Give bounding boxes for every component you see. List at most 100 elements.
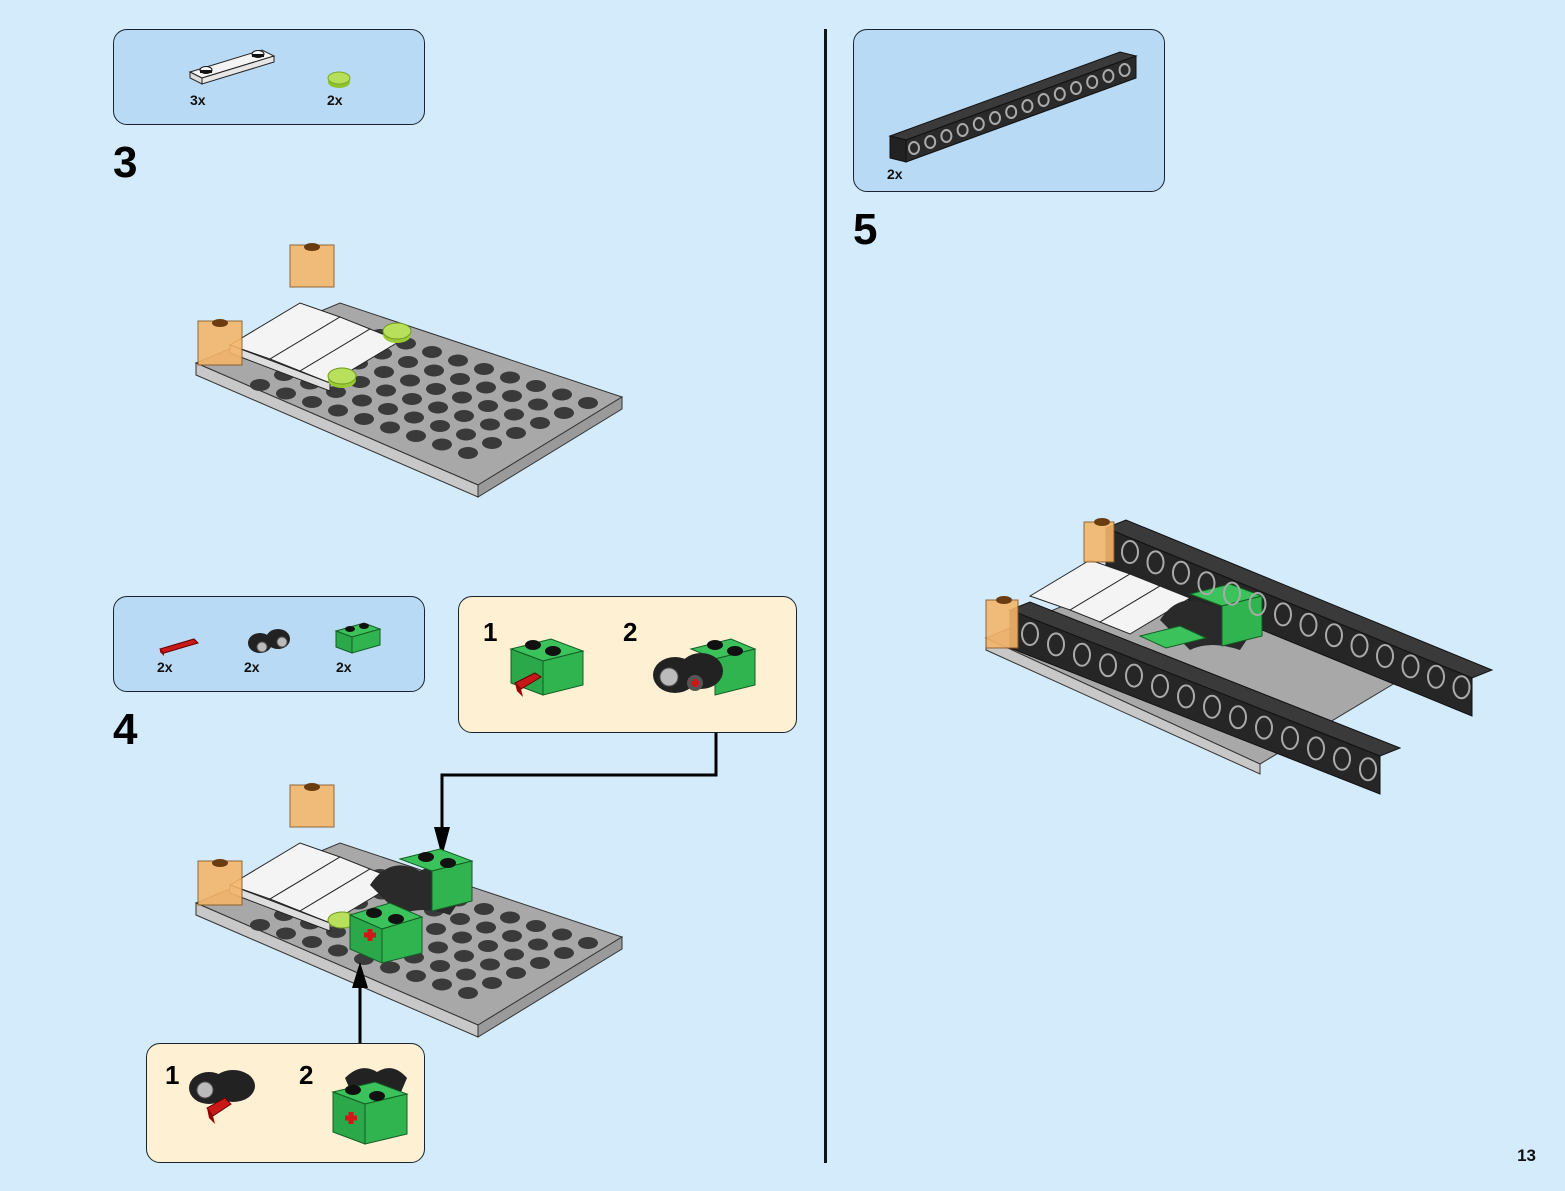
step-number: 5 [853, 205, 878, 254]
beam-hole [1086, 75, 1099, 89]
beam-hole [1121, 540, 1139, 564]
stud [554, 947, 574, 959]
green-brick-with-black-connector-icon [653, 638, 757, 696]
stud [578, 937, 598, 949]
stud [426, 383, 446, 395]
stud [276, 927, 296, 940]
page-divider [824, 29, 827, 1163]
substep-number: 1 [483, 617, 498, 647]
stud [404, 411, 424, 424]
beam-hole [1223, 581, 1241, 606]
green-technic-brick-icon [334, 622, 382, 654]
beam-hole [1118, 63, 1131, 77]
stud [482, 977, 502, 989]
stud [452, 391, 472, 404]
beam-hole [1151, 674, 1169, 698]
callout-arrow-top [434, 733, 718, 857]
beam-hole [1197, 571, 1216, 596]
stud [406, 970, 426, 982]
stud [380, 421, 400, 434]
stud [432, 978, 452, 991]
stud [528, 938, 548, 951]
beam-hole [989, 111, 1001, 125]
green-brick-with-red-pin-icon [509, 638, 585, 697]
stud [378, 403, 398, 415]
stud [478, 400, 498, 412]
beam-hole [1146, 550, 1165, 575]
beam-hole [1021, 622, 1039, 646]
beam-hole [1281, 726, 1299, 750]
stud [428, 941, 448, 954]
beam-hole [1427, 664, 1445, 689]
stud [398, 356, 418, 368]
stud [302, 936, 322, 948]
stud [526, 380, 546, 392]
white-tile-plate-icon [188, 49, 276, 85]
beam-hole [1053, 87, 1066, 101]
beam-hole [1047, 632, 1065, 657]
stud [552, 928, 572, 941]
part-qty: 3x [190, 92, 206, 108]
beam-hole [1073, 642, 1091, 667]
stud [354, 413, 374, 425]
stud [456, 428, 476, 441]
stud [454, 410, 474, 422]
stud [380, 961, 400, 974]
step-5-parts-box: 2x [853, 29, 1165, 192]
stud [450, 373, 470, 385]
beam-hole [1401, 654, 1420, 679]
stud [476, 921, 496, 934]
beam-hole [1125, 663, 1143, 688]
stud [478, 940, 498, 952]
green-brick-with-red-cross-icon [331, 1068, 409, 1145]
beam-hole [1333, 746, 1351, 771]
stud [406, 430, 426, 442]
stud [374, 366, 394, 378]
stud [428, 401, 448, 414]
beam-hole [1070, 81, 1082, 95]
stud [458, 447, 478, 459]
beam-hole [1359, 757, 1377, 782]
stud [326, 926, 346, 938]
part-qty: 2x [244, 659, 260, 675]
stud [458, 987, 478, 999]
part-qty: 2x [336, 659, 352, 675]
beam-hole [1102, 69, 1115, 83]
part-qty: 2x [887, 166, 903, 182]
beam-hole [1248, 592, 1267, 616]
beam-hole [940, 129, 953, 143]
beam-hole [1350, 633, 1369, 658]
beam-hole [1376, 644, 1394, 668]
stud [326, 386, 346, 398]
black-technic-beam-icon [888, 51, 1138, 163]
substep-number: 2 [299, 1060, 314, 1090]
stud [504, 408, 524, 421]
stud [276, 387, 296, 400]
stud [430, 420, 450, 432]
stud [526, 920, 546, 932]
beam-hole [1005, 105, 1018, 119]
stud [480, 418, 500, 431]
subassembly-box-bottom: 1 2 [146, 1043, 425, 1163]
page-number: 13 [1517, 1146, 1536, 1165]
stud [530, 957, 550, 969]
step-3-model-illustration [194, 243, 624, 498]
red-axle-pin-icon [159, 638, 199, 656]
beam-hole [1299, 612, 1318, 637]
stud [450, 913, 470, 925]
substep-number: 2 [623, 617, 638, 647]
stud [474, 903, 494, 915]
beam-hole [972, 117, 985, 131]
black-connector-icon [248, 629, 290, 653]
stud [554, 407, 574, 419]
step-4-model-illustration [194, 783, 624, 1038]
beam-hole [1325, 623, 1343, 648]
beam-hole [924, 135, 937, 149]
substep-number: 1 [165, 1060, 180, 1090]
stud [352, 394, 372, 407]
step-number: 4 [113, 705, 138, 754]
stud [328, 404, 348, 417]
step-3-parts-box: 3x 2x [113, 29, 425, 125]
stud [502, 390, 522, 402]
beam-hole [1452, 675, 1471, 700]
